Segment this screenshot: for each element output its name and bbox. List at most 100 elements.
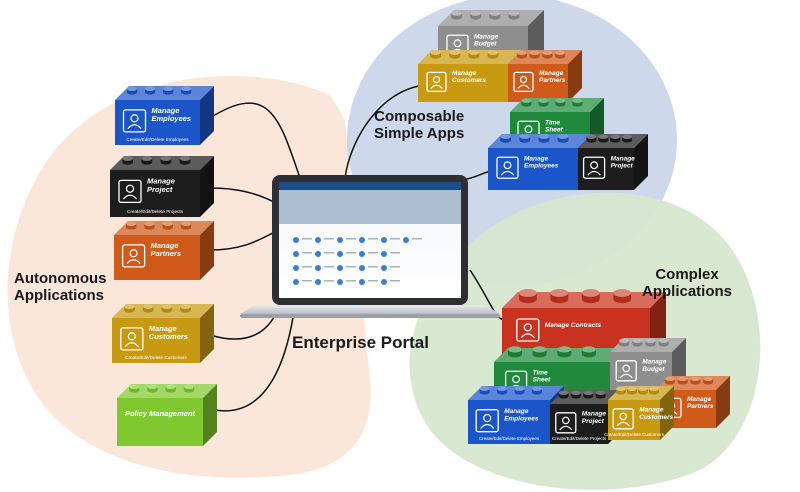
app-tile-icon bbox=[293, 279, 299, 285]
composable-simple-apps-label: Composable Simple Apps bbox=[374, 108, 465, 143]
laptop-enterprise-portal bbox=[240, 175, 500, 318]
handshake-icon bbox=[120, 327, 144, 351]
app-tile-icon bbox=[359, 237, 365, 243]
partners-icon bbox=[513, 71, 534, 93]
app-tile-icon bbox=[315, 265, 321, 271]
handshake-icon bbox=[612, 408, 634, 430]
app-tile-text bbox=[324, 266, 334, 268]
app-tile-text bbox=[346, 238, 356, 240]
app-tile-text bbox=[368, 280, 378, 282]
block-caption: Create/Edit/Delete Employees bbox=[479, 436, 540, 441]
app-tile-text bbox=[302, 280, 312, 282]
app-tile-icon bbox=[381, 251, 387, 257]
block-caption: Create/Edit/Delete Customers bbox=[604, 432, 665, 437]
app-tile-icon bbox=[359, 251, 365, 257]
contract-icon bbox=[516, 318, 540, 342]
budget-icon bbox=[615, 360, 637, 382]
app-tile-icon bbox=[315, 279, 321, 285]
app-tile-icon bbox=[337, 279, 343, 285]
app-tile-icon bbox=[293, 237, 299, 243]
app-tile-icon bbox=[337, 237, 343, 243]
app-tile-text bbox=[324, 238, 334, 240]
app-tile-text bbox=[324, 280, 334, 282]
app-tile-icon bbox=[359, 265, 365, 271]
block-caption: Create/Edit/Delete Projects bbox=[127, 209, 184, 214]
connector-line bbox=[344, 84, 426, 179]
app-tile-text bbox=[346, 280, 356, 282]
people-icon bbox=[475, 409, 499, 433]
block-title: Manage Contracts bbox=[545, 322, 602, 329]
app-tile-icon bbox=[293, 251, 299, 257]
app-tile-icon bbox=[293, 265, 299, 271]
app-tile-text bbox=[390, 252, 400, 254]
app-tile-icon bbox=[337, 251, 343, 257]
connector-line bbox=[209, 102, 301, 179]
app-tile-icon bbox=[315, 251, 321, 257]
app-tile-icon bbox=[403, 237, 409, 243]
block-caption: Create/Edit/Delete Projects bbox=[552, 436, 607, 441]
complex-applications-label: Complex Applications bbox=[642, 266, 733, 301]
project-icon bbox=[582, 156, 606, 179]
app-tile-text bbox=[302, 252, 312, 254]
app-tile-text bbox=[324, 252, 334, 254]
app-tile-icon bbox=[381, 265, 387, 271]
app-tile-text bbox=[302, 238, 312, 240]
autonomous-block-4: Policy Management bbox=[117, 384, 217, 446]
app-tile-text bbox=[368, 238, 378, 240]
partners-icon bbox=[121, 244, 146, 268]
autonomous-applications-label: Autonomous Applications bbox=[14, 270, 107, 305]
app-tile-text bbox=[390, 280, 400, 282]
app-tile-text bbox=[346, 266, 356, 268]
app-tile-text bbox=[302, 266, 312, 268]
block-title: Policy Management bbox=[125, 409, 196, 418]
app-tile-text bbox=[368, 252, 378, 254]
app-tile-icon bbox=[359, 279, 365, 285]
app-tile-text bbox=[390, 238, 400, 240]
app-tile-icon bbox=[381, 237, 387, 243]
enterprise-portal-label: Enterprise Portal bbox=[292, 333, 429, 352]
app-tile-text bbox=[412, 238, 422, 240]
people-icon bbox=[496, 156, 519, 179]
app-tile-text bbox=[390, 266, 400, 268]
app-tile-text bbox=[368, 266, 378, 268]
app-tile-icon bbox=[337, 265, 343, 271]
project-icon bbox=[118, 179, 142, 203]
block-caption: Create/Edit/Delete Employees bbox=[126, 137, 189, 142]
portal-app-icons bbox=[293, 237, 422, 285]
app-tile-icon bbox=[315, 237, 321, 243]
block-caption: Create/Edit/Delete Customers bbox=[125, 355, 187, 360]
app-tile-text bbox=[346, 252, 356, 254]
connector-line bbox=[214, 304, 296, 412]
project-icon bbox=[555, 412, 577, 434]
app-tile-icon bbox=[381, 279, 387, 285]
handshake-icon bbox=[426, 71, 447, 93]
people-icon bbox=[122, 109, 147, 133]
